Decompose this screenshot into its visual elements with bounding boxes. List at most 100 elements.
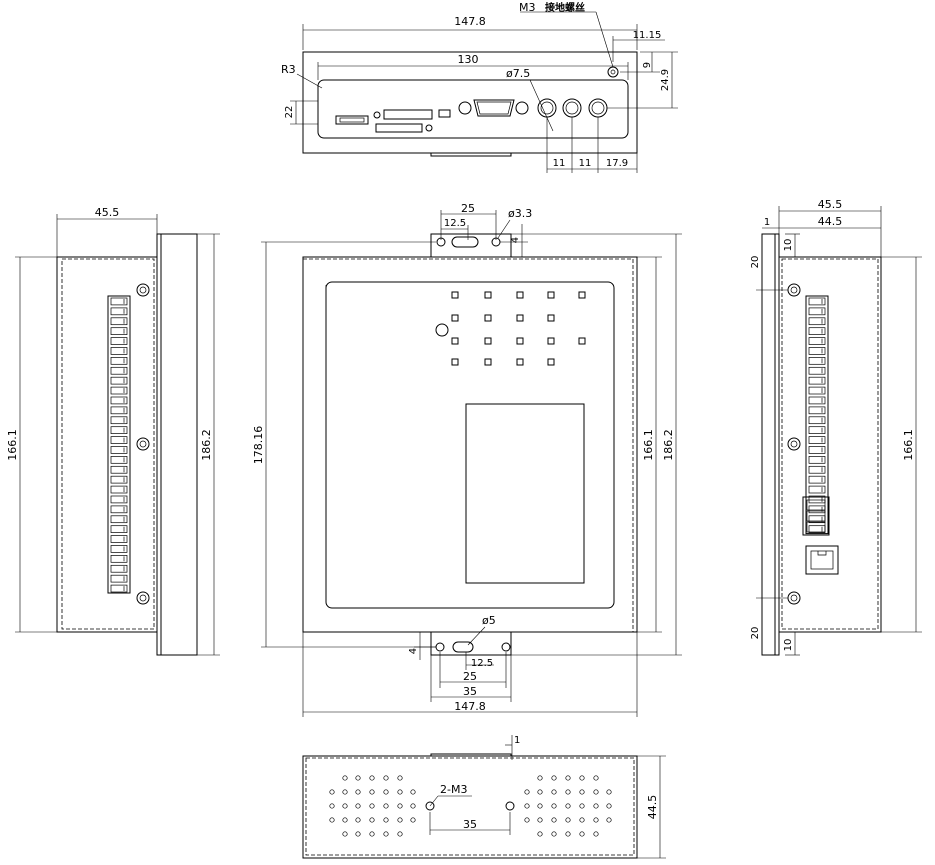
vent-hole <box>593 775 599 781</box>
right-view-body <box>778 256 882 633</box>
bottom-view-body <box>302 755 638 859</box>
left-height-inner-label: 166.1 <box>6 429 19 461</box>
terminal-pin <box>110 475 128 484</box>
vent-hole <box>397 831 403 837</box>
led-indicator <box>484 314 492 322</box>
terminal-pin <box>110 416 128 425</box>
terminal-pin <box>110 456 128 464</box>
mount-screw-icon <box>787 591 801 605</box>
terminal-pin <box>808 366 826 375</box>
vent-hole <box>410 803 416 809</box>
vent-hole <box>524 789 530 795</box>
vent-hole <box>606 803 612 809</box>
vent-hole <box>369 775 375 781</box>
terminal-pin <box>808 376 826 385</box>
height-22-label: 22 <box>284 106 295 119</box>
terminal-pin <box>110 465 128 474</box>
led-indicator <box>451 291 459 299</box>
bottom-view: 1 2-M3 35 44.5 <box>302 735 666 859</box>
db9-connector <box>473 99 515 117</box>
led-indicator <box>451 314 459 322</box>
sd-slot <box>335 115 369 125</box>
terminal-pin <box>110 317 128 326</box>
bottom-spacing-label: 35 <box>463 818 477 831</box>
terminal-pin <box>808 456 826 464</box>
top-mount-tab <box>430 233 512 258</box>
left-depth-label: 45.5 <box>95 206 120 219</box>
terminal-pin <box>808 307 826 316</box>
vent-hole <box>551 817 557 823</box>
terminal-pin <box>110 515 128 524</box>
vent-hole <box>537 789 543 795</box>
button-icon <box>435 323 449 337</box>
terminal-pin <box>110 337 128 345</box>
right-depth-inner-label: 44.5 <box>818 215 843 228</box>
top-view-tab <box>430 152 512 157</box>
dim-9-label: 9 <box>642 62 653 68</box>
vent-hole <box>565 817 571 823</box>
front-panel <box>325 281 615 609</box>
vent-hole <box>383 775 389 781</box>
terminal-pin <box>110 555 128 563</box>
vent-hole <box>551 831 557 837</box>
vent-hole <box>537 803 543 809</box>
vent-hole <box>329 817 335 823</box>
terminal-pin <box>110 406 128 415</box>
terminal-pin <box>808 386 826 395</box>
card-slot-bottom <box>375 123 423 133</box>
right-view: 45.5 1 44.5 10 20 166.1 20 10 <box>750 198 922 656</box>
mount-screw-icon <box>787 437 801 451</box>
hole-dia-label: ø7.5 <box>506 67 530 80</box>
terminal-pin <box>110 485 128 494</box>
terminal-pin <box>110 535 128 543</box>
spacing-17-9-label: 17.9 <box>606 158 628 169</box>
top-width-label: 147.8 <box>454 15 486 28</box>
vent-hole <box>329 789 335 795</box>
vent-hole <box>369 789 375 795</box>
front-width-label: 147.8 <box>454 700 486 713</box>
led-indicator <box>484 291 492 299</box>
vent-hole <box>383 817 389 823</box>
vent-hole <box>397 803 403 809</box>
vent-hole <box>355 789 361 795</box>
mount-screw-icon <box>136 283 150 297</box>
led-icon <box>373 111 381 119</box>
mount-screw-icon <box>136 591 150 605</box>
vent-hole <box>369 831 375 837</box>
vent-hole <box>383 803 389 809</box>
terminal-pin <box>110 525 128 533</box>
terminal-pin <box>110 327 128 335</box>
vent-hole <box>537 817 543 823</box>
terminal-pin <box>808 357 826 365</box>
vent-hole <box>606 817 612 823</box>
slot-hole-icon <box>452 641 474 653</box>
top-12-5-label: 12.5 <box>444 218 466 229</box>
vent-hole <box>383 789 389 795</box>
vent-hole <box>342 803 348 809</box>
usb-port <box>438 109 451 118</box>
led-indicator <box>451 358 459 366</box>
led-indicator <box>516 314 524 322</box>
terminal-pin <box>110 426 128 434</box>
led-indicator <box>547 291 555 299</box>
vent-hole <box>593 831 599 837</box>
hole-3-3-label: ø3.3 <box>508 207 532 220</box>
corner-radius-label: R3 <box>281 63 296 76</box>
led-indicator <box>578 337 586 345</box>
ground-screw-note: 接地螺丝 <box>545 1 585 14</box>
vent-hole <box>579 817 585 823</box>
vent-hole <box>342 817 348 823</box>
right-dim-1-label: 1 <box>764 217 770 228</box>
terminal-pin <box>110 376 128 385</box>
power-terminal <box>802 496 830 536</box>
vent-hole <box>355 831 361 837</box>
dim-24-9-label: 24.9 <box>660 69 671 91</box>
terminal-pin <box>808 426 826 434</box>
top-inner-width-label: 130 <box>458 53 479 66</box>
terminal-pin <box>110 386 128 395</box>
terminal-pin <box>110 347 128 355</box>
vent-holes-right <box>524 775 612 837</box>
led-indicator <box>547 337 555 345</box>
terminal-pin <box>110 446 128 454</box>
right-depth-label: 45.5 <box>818 198 843 211</box>
